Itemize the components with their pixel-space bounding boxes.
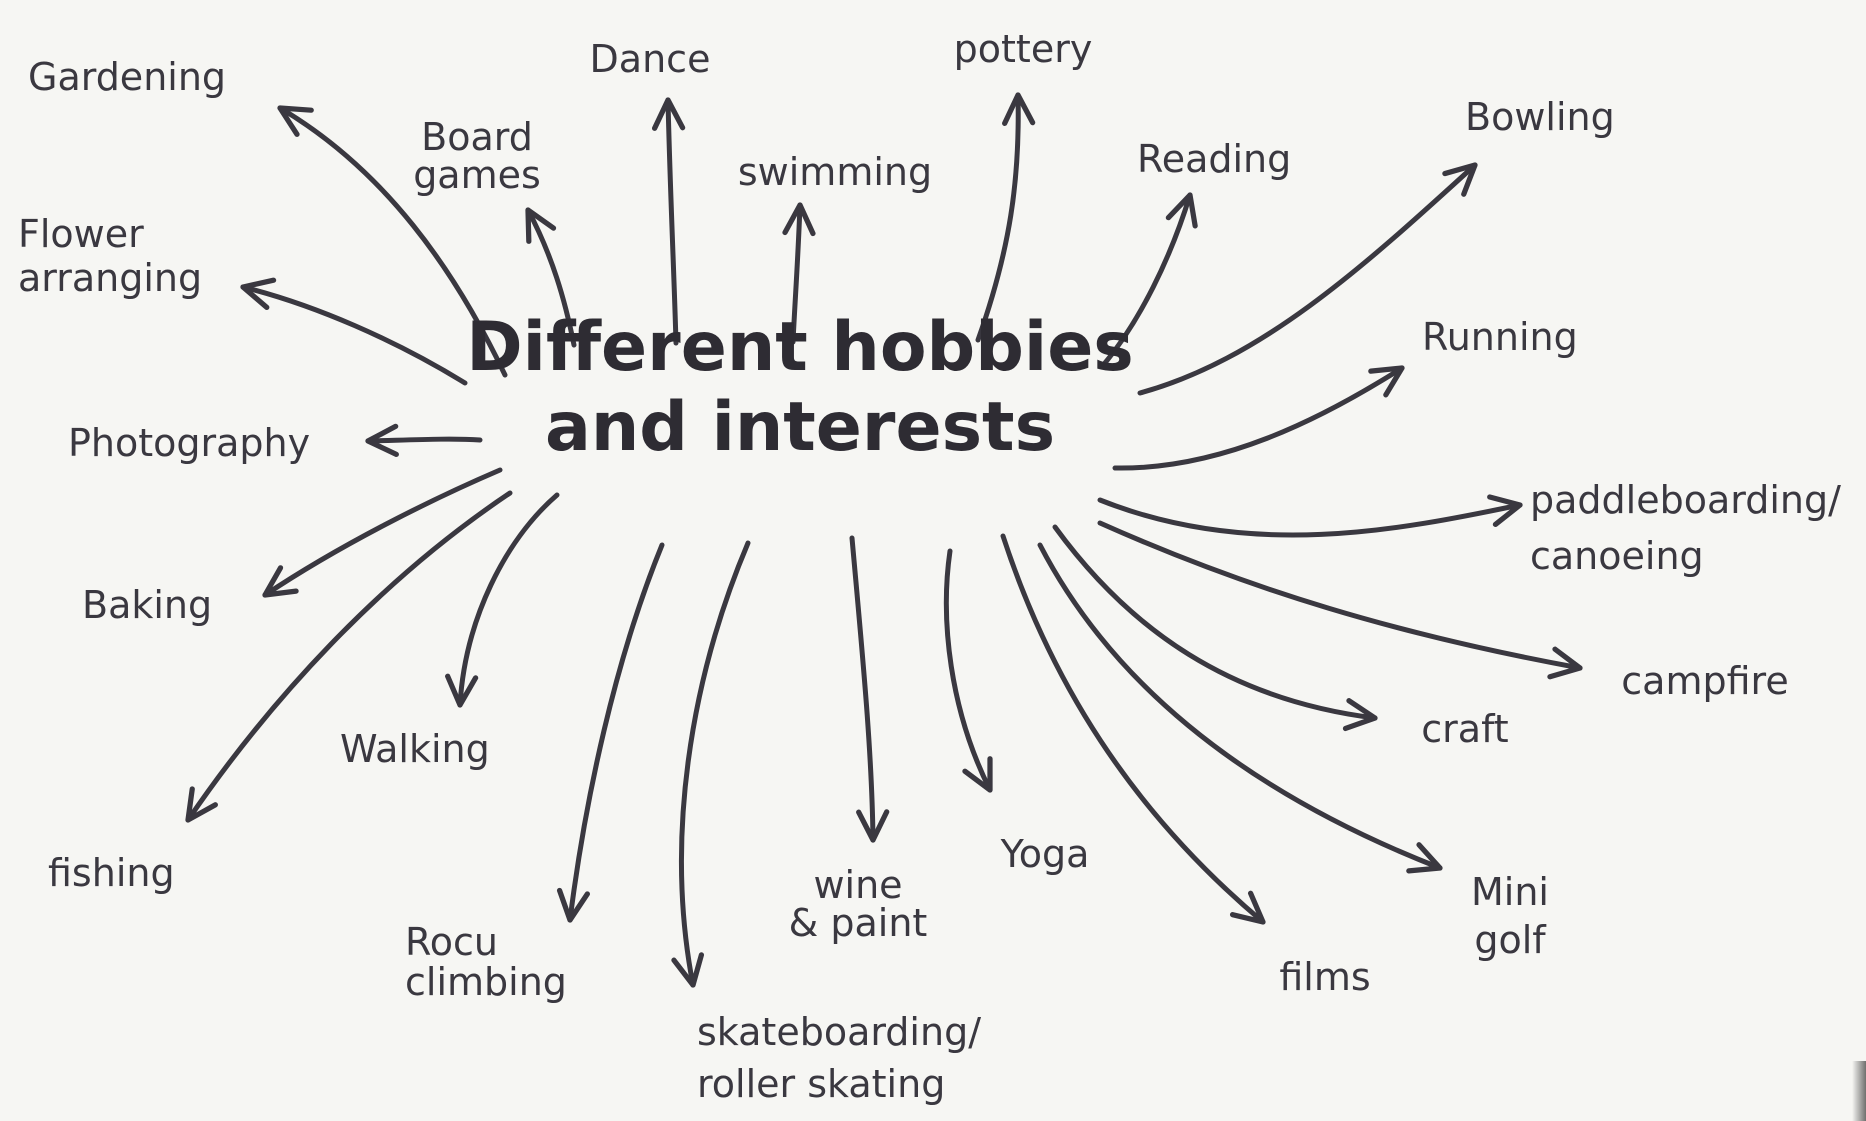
arrow-to-skateboarding <box>671 540 751 988</box>
arrow-to-walking <box>445 492 560 708</box>
arrow-to-yoga <box>943 548 993 793</box>
branch-label-line: wine <box>813 863 902 907</box>
page-corner-shadow <box>1852 1061 1866 1121</box>
branch-label-skateboarding: skateboarding/roller skating <box>697 1010 981 1106</box>
arrow-to-gardening <box>277 105 508 378</box>
branch-label-line: pottery <box>954 27 1093 71</box>
branch-label-line: craft <box>1421 707 1508 751</box>
branch-label-films: films <box>1279 955 1370 999</box>
arrow-to-mini-golf <box>1037 542 1443 874</box>
branch-label-line: paddleboarding/ <box>1530 478 1841 522</box>
branch-label-line: roller skating <box>697 1062 945 1106</box>
branch-label-paddleboarding: paddleboarding/canoeing <box>1530 478 1841 578</box>
arrow-to-films <box>1000 533 1266 925</box>
branch-label-line: Gardening <box>28 55 226 99</box>
branch-label-bowling: Bowling <box>1465 95 1615 139</box>
arrow-to-rock-climbing <box>556 542 665 923</box>
branch-label-line: Bowling <box>1465 95 1615 139</box>
branch-label-fishing: fishing <box>48 851 175 895</box>
arrow-to-photography <box>365 423 483 457</box>
arrow-to-reading <box>1102 192 1198 366</box>
branch-label-line: Board <box>421 115 533 159</box>
branch-label-swimming: swimming <box>738 150 932 194</box>
branch-label-wine-paint: wine& paint <box>789 863 928 945</box>
branch-label-line: campfire <box>1621 659 1788 703</box>
branch-label-line: skateboarding/ <box>697 1010 981 1054</box>
central-topic-line: Different hobbies <box>466 308 1134 387</box>
arrow-to-campfire <box>1097 520 1583 680</box>
branch-label-reading: Reading <box>1137 137 1291 181</box>
branch-label-line: fishing <box>48 851 175 895</box>
branch-label-line: canoeing <box>1530 534 1704 578</box>
arrow-to-running <box>1112 365 1405 471</box>
central-topic-line: and interests <box>545 388 1055 467</box>
branch-label-yoga: Yoga <box>1000 832 1090 876</box>
branch-label-baking: Baking <box>82 583 212 627</box>
branch-label-line: arranging <box>18 256 202 300</box>
arrow-to-paddleboarding <box>1097 494 1523 538</box>
arrow-to-swimming <box>782 202 816 345</box>
arrow-to-craft <box>1052 524 1378 732</box>
branch-label-line: Flower <box>18 212 144 256</box>
arrow-to-bowling <box>1137 162 1478 396</box>
branch-label-line: Dance <box>590 37 711 81</box>
branch-label-craft: craft <box>1421 707 1508 751</box>
branch-label-photography: Photography <box>68 421 310 465</box>
arrow-to-board-games <box>525 207 577 348</box>
branch-label-line: Photography <box>68 421 310 465</box>
branch-label-running: Running <box>1422 315 1578 359</box>
branch-arrows <box>185 92 1583 988</box>
arrow-to-dance <box>652 97 686 346</box>
arrow-to-baking <box>262 467 503 598</box>
branch-label-line: & paint <box>789 901 928 945</box>
branch-label-line: climbing <box>405 960 567 1004</box>
arrow-to-pottery <box>975 92 1036 343</box>
arrow-to-fishing <box>185 490 513 823</box>
branch-label-line: Mini <box>1471 870 1549 914</box>
branch-label-line: Reading <box>1137 137 1291 181</box>
branch-label-line: Baking <box>82 583 212 627</box>
branch-label-line: swimming <box>738 150 932 194</box>
branch-label-dance: Dance <box>590 37 711 81</box>
branch-label-pottery: pottery <box>954 27 1093 71</box>
arrow-to-wine-paint <box>849 535 890 843</box>
branch-label-line: Walking <box>340 727 490 771</box>
arrow-to-flower-arranging <box>240 277 468 386</box>
branch-label-campfire: campfire <box>1621 659 1788 703</box>
branch-label-line: films <box>1279 955 1370 999</box>
branch-label-gardening: Gardening <box>28 55 226 99</box>
branch-label-line: Rocu <box>405 920 498 964</box>
branch-label-line: golf <box>1474 918 1547 962</box>
branch-label-line: Yoga <box>1000 832 1090 876</box>
branch-label-walking: Walking <box>340 727 490 771</box>
branch-label-line: games <box>413 153 541 197</box>
branch-label-line: Running <box>1422 315 1578 359</box>
